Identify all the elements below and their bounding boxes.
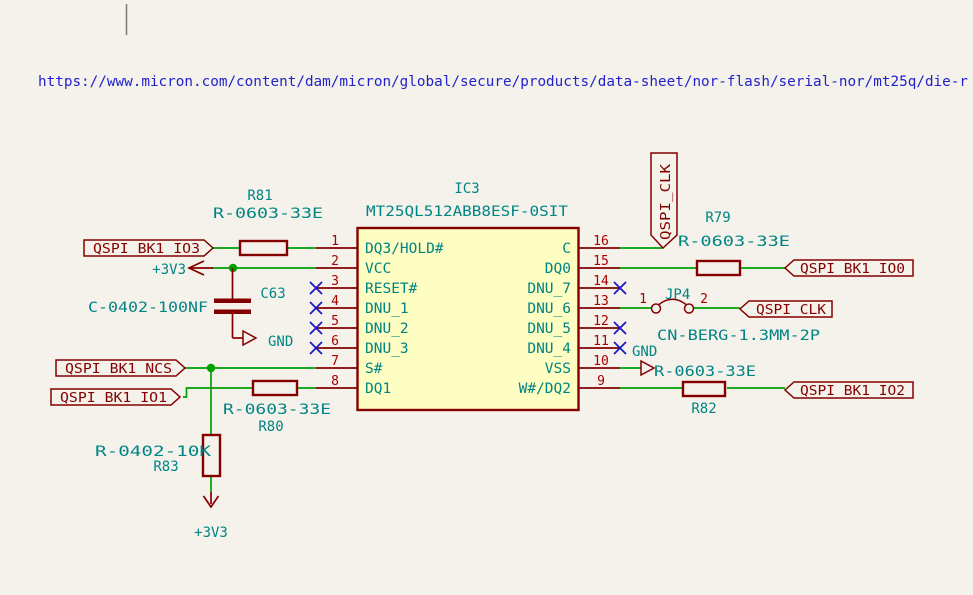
ic3-body[interactable]: [356, 226, 580, 412]
pin-number: 8: [331, 374, 339, 389]
net-label-text: QSPI_BK1_IO2: [800, 383, 905, 399]
pin-number: 1: [331, 234, 339, 249]
pin-name: DNU_2: [365, 321, 409, 337]
net-label-text: QSPI_BK1_IO0: [800, 261, 905, 277]
resistor-r80[interactable]: R-0603-33E R80: [223, 379, 331, 435]
r83-value: R-0402-10K: [95, 444, 212, 460]
wires: [183, 247, 785, 492]
jumper-jp4[interactable]: 1 2 JP4 CN-BERG-1.3MM-2P: [639, 287, 820, 344]
pin-number: 14: [593, 274, 609, 289]
pin-number: 10: [593, 354, 609, 369]
ic3-value: MT25QL512ABB8ESF-0SIT: [366, 204, 569, 220]
pin-name: RESET#: [365, 281, 418, 297]
net-label-qspi-bk1-io2[interactable]: QSPI_BK1_IO2: [783, 381, 914, 399]
pin-name: DNU_6: [527, 301, 571, 317]
c63-value: C-0402-100NF: [88, 300, 208, 316]
net-label-text: QSPI_CLK: [658, 163, 674, 240]
net-label-text: QSPI_BK1_NCS: [65, 361, 172, 377]
pin-name: DNU_1: [365, 301, 409, 317]
c63-reference: C63: [260, 286, 285, 302]
net-label-qspi-clk-vertical[interactable]: QSPI_CLK: [650, 152, 678, 250]
resistor-r79[interactable]: R79 R-0603-33E: [678, 210, 790, 277]
resistor-r83[interactable]: R-0402-10K R83: [95, 433, 222, 478]
net-label-text: QSPI_BK1_IO1: [60, 390, 167, 406]
pin-number: 7: [331, 354, 339, 369]
pin-number: 5: [331, 314, 339, 329]
jp4-reference: JP4: [665, 287, 690, 303]
pin-number: 16: [593, 234, 609, 249]
net-label-text: QSPI_CLK: [756, 302, 827, 318]
power-3v3-pin2[interactable]: +3V3: [152, 260, 213, 278]
r82-reference: R82: [691, 401, 716, 417]
pin-number: 4: [331, 294, 339, 309]
pin-name: DNU_5: [527, 321, 571, 337]
pin-number: 13: [593, 294, 609, 309]
jp4-value: CN-BERG-1.3MM-2P: [657, 328, 820, 344]
gnd-symbol-c63[interactable]: GND: [232, 329, 294, 350]
gnd-label: GND: [268, 334, 293, 350]
pin-number: 2: [331, 254, 339, 269]
pin-number: 11: [593, 334, 609, 349]
pin-name: C: [562, 241, 571, 257]
gnd-symbol-pin10[interactable]: GND: [632, 344, 657, 377]
p3v3-label: +3V3: [194, 525, 228, 541]
junction-dot: [206, 363, 216, 373]
pin-name: DNU_7: [527, 281, 571, 297]
capacitor-c63[interactable]: C63 C-0402-100NF: [88, 268, 286, 338]
r79-reference: R79: [705, 210, 730, 226]
r83-reference: R83: [153, 459, 178, 475]
pin-name: W#/DQ2: [519, 381, 571, 397]
no-connect-marks: [309, 281, 627, 355]
pin-name: DQ0: [545, 261, 571, 277]
net-label-qspi-bk1-io1[interactable]: QSPI_BK1_IO1: [50, 388, 182, 406]
pin-number: 12: [593, 314, 609, 329]
datasheet-url[interactable]: https://www.micron.com/content/dam/micro…: [38, 74, 968, 90]
ic3-reference: IC3: [454, 181, 479, 197]
r81-reference: R81: [247, 188, 272, 204]
r81-value: R-0603-33E: [213, 206, 323, 222]
pin-name: DQ3/HOLD#: [365, 241, 444, 257]
resistor-r81[interactable]: R81 R-0603-33E: [213, 188, 323, 257]
pin-name: VSS: [545, 361, 571, 377]
jp4-pin2: 2: [700, 292, 708, 307]
pin-number: 9: [597, 374, 605, 389]
jp4-pin1: 1: [639, 292, 647, 307]
ic3-symbol[interactable]: IC3 MT25QL512ABB8ESF-0SIT 1 2 3 4 5 6 7 …: [316, 181, 620, 412]
r80-reference: R80: [258, 419, 283, 435]
pin-name: S#: [365, 361, 383, 377]
net-label-qspi-bk1-ncs[interactable]: QSPI_BK1_NCS: [55, 359, 187, 377]
net-label-qspi-bk1-io0[interactable]: QSPI_BK1_IO0: [783, 259, 914, 277]
pin-name: DQ1: [365, 381, 391, 397]
pin-number: 6: [331, 334, 339, 349]
r82-value: R-0603-33E: [654, 364, 756, 380]
net-label-qspi-bk1-io3[interactable]: QSPI_BK1_IO3: [83, 239, 215, 257]
pin-number: 3: [331, 274, 339, 289]
r79-value: R-0603-33E: [678, 234, 790, 250]
pin-name: VCC: [365, 261, 391, 277]
resistor-r82[interactable]: R-0603-33E R82: [654, 364, 756, 417]
net-label-qspi-clk[interactable]: QSPI_CLK: [738, 300, 833, 318]
p3v3-label: +3V3: [152, 262, 186, 278]
power-3v3-r83[interactable]: +3V3: [194, 492, 228, 541]
net-label-text: QSPI_BK1_IO3: [93, 241, 200, 257]
pin-name: DNU_4: [527, 341, 571, 357]
pin-name: DNU_3: [365, 341, 409, 357]
pin-number: 15: [593, 254, 609, 269]
r80-value: R-0603-33E: [223, 402, 331, 418]
gnd-label: GND: [632, 344, 657, 360]
